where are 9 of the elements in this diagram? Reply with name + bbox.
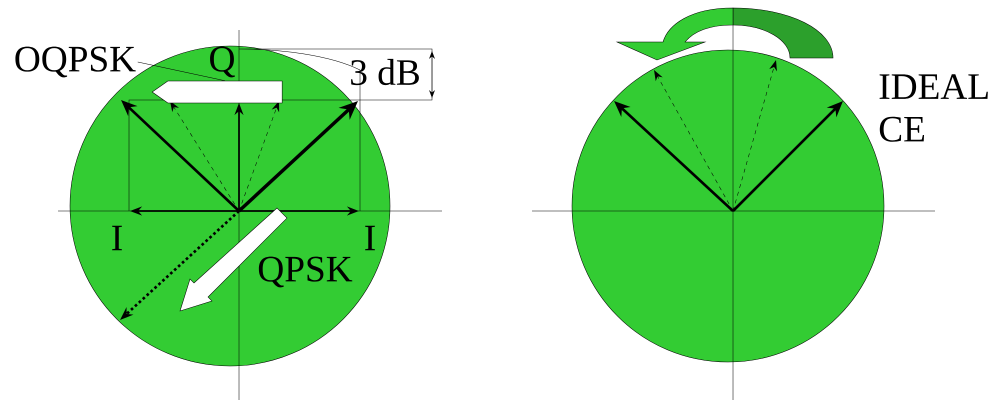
block-arrow: [152, 80, 282, 104]
text-label: IDEAL CE: [880, 74, 988, 142]
axis-label: I: [112, 226, 122, 250]
leader-line: [137, 62, 226, 81]
axis-label: Q: [210, 46, 235, 78]
dimension-label: 3 dB: [351, 58, 419, 86]
axis-label: I: [365, 226, 375, 250]
text-label: OQPSK: [15, 46, 136, 78]
text-label: QPSK: [258, 256, 352, 288]
